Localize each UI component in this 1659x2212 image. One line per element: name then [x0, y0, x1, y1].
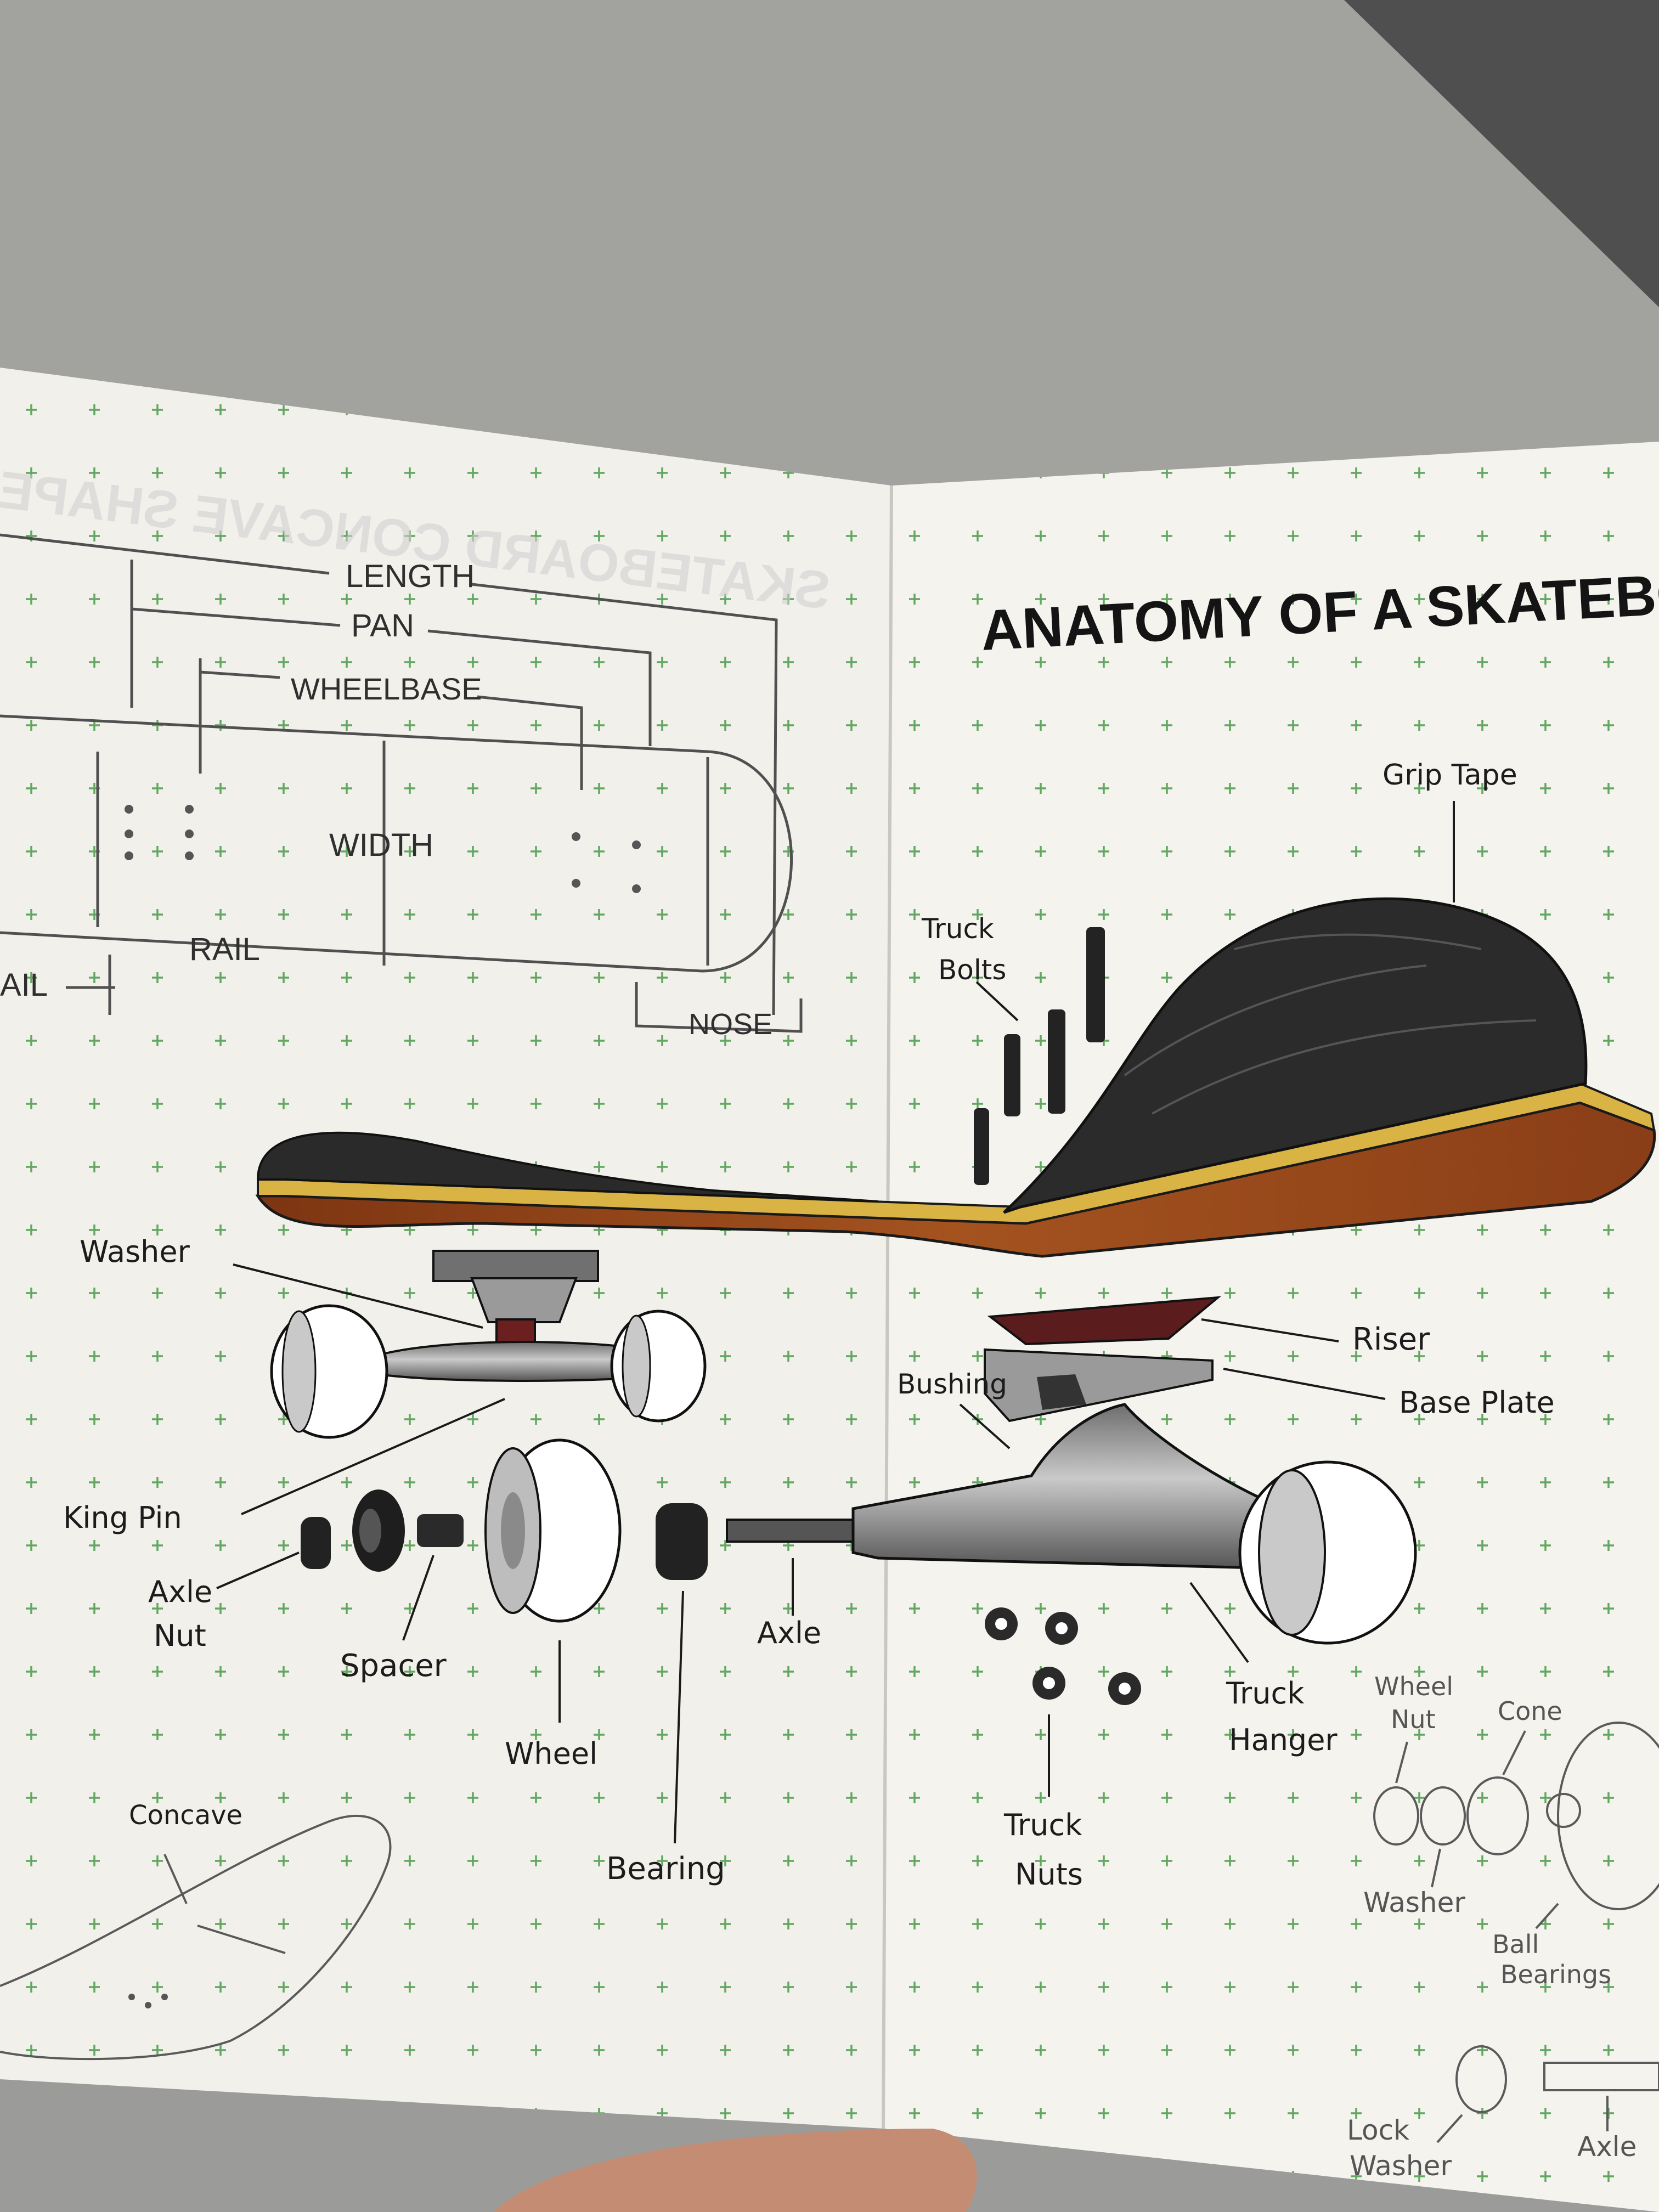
pencil-label-axle: Axle — [1577, 2131, 1637, 2163]
pencil-label-washer: Washer — [1363, 1887, 1465, 1918]
label-concave: Concave — [129, 1800, 242, 1831]
left-page — [0, 368, 891, 2129]
pencil-label-lock-washer-1: Lock — [1347, 2114, 1409, 2146]
deck-grip-tail — [256, 1131, 878, 1203]
riser-pad — [987, 1296, 1222, 1346]
thumb — [494, 2129, 977, 2212]
label-base-plate: Base Plate — [1399, 1385, 1555, 1420]
bearing-sketch — [1373, 1722, 1659, 2113]
label-truck-hanger-1: Truck — [1226, 1676, 1305, 1711]
label-riser: Riser — [1352, 1322, 1430, 1357]
dim-width: WIDTH — [329, 827, 433, 863]
label-king-pin: King Pin — [63, 1500, 182, 1535]
dark-floor-corner — [1344, 0, 1659, 307]
assembled-truck — [270, 1250, 707, 1439]
label-truck-bolts-1: Truck — [921, 913, 994, 945]
concave-sketch — [0, 1815, 392, 2061]
label-spacer: Spacer — [340, 1648, 447, 1684]
label-axle-nut-1: Axle — [148, 1575, 212, 1609]
dim-rail-cut: AIL — [0, 967, 48, 1003]
dim-rail: RAIL — [189, 932, 260, 967]
truck-nuts — [985, 1607, 1141, 1705]
truck-bolts — [974, 927, 1105, 1185]
label-truck-nuts-2: Nuts — [1015, 1857, 1083, 1892]
deck-wood — [255, 1101, 1656, 1258]
page-gutter — [882, 485, 893, 2129]
label-truck-hanger-2: Hanger — [1229, 1723, 1338, 1757]
label-axle: Axle — [757, 1616, 821, 1650]
label-bearing: Bearing — [606, 1851, 725, 1887]
dim-nose: NOSE — [689, 1008, 772, 1041]
pencil-label-wheel-nut-2: Nut — [1391, 1705, 1436, 1734]
bolt-holes — [125, 805, 641, 893]
pencil-label-lock-washer-2: Washer — [1350, 2150, 1452, 2182]
label-truck-bolts-2: Bolts — [938, 954, 1006, 986]
label-axle-nut-2: Nut — [154, 1618, 206, 1653]
pencil-label-ball-bearings-1: Ball — [1492, 1929, 1539, 1959]
dim-wheelbase: WHEELBASE — [291, 672, 482, 706]
board-outline — [0, 714, 793, 973]
board-dimension-diagram: LENGTH PAN WHEELBASE WIDTH RAIL AIL NOSE — [0, 533, 803, 1041]
exploded-wheel-parts — [301, 1438, 854, 1623]
label-washer: Washer — [80, 1234, 190, 1269]
pencil-label-cone: Cone — [1498, 1696, 1562, 1726]
right-page — [883, 442, 1659, 2212]
label-bushing: Bushing — [897, 1368, 1007, 1400]
exploded-truck — [851, 1296, 1417, 1645]
pencil-label-ball-bearings-2: Bearings — [1500, 1960, 1611, 1989]
pencil-label-wheel-nut-1: Wheel — [1374, 1672, 1453, 1701]
dim-length: LENGTH — [346, 558, 475, 594]
dim-pan: PAN — [351, 608, 414, 644]
label-wheel: Wheel — [505, 1736, 597, 1771]
deck-grip-peeled — [1003, 897, 1588, 1214]
label-grip-tape: Grip Tape — [1383, 759, 1517, 792]
label-truck-nuts-1: Truck — [1003, 1808, 1082, 1842]
skateboard-deck — [255, 897, 1656, 1258]
